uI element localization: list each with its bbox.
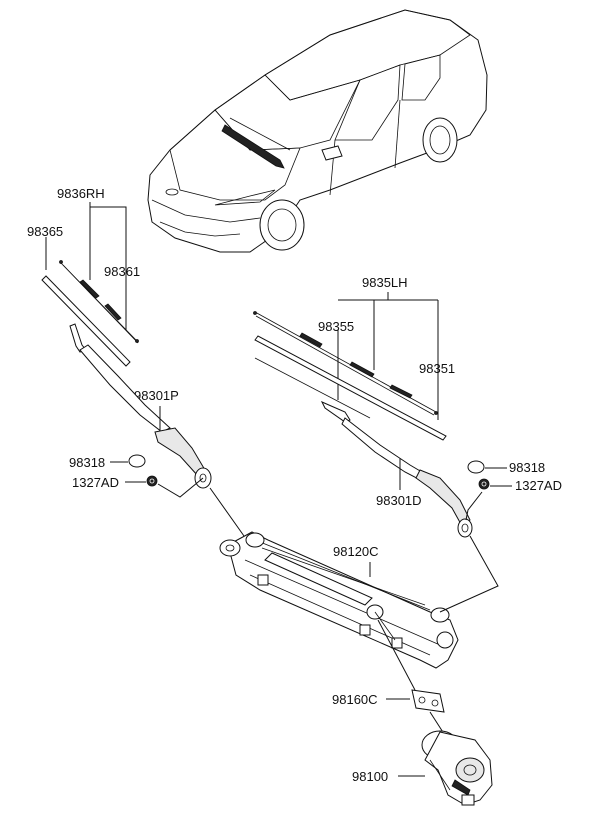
wiper-motor: 98100 [352,730,493,806]
label-98120C: 98120C [333,544,379,559]
crank-arm: 98160C [332,619,449,741]
label-98351: 98351 [419,361,455,376]
label-98318-right: 98318 [509,460,545,475]
label-98361: 98361 [104,264,140,279]
cap-nut-left: 98318 1327AD [69,454,204,498]
blade-refill-rh [41,275,131,367]
wiper-arm-rh: 98301P [69,323,212,489]
label-98365: 98365 [27,224,63,239]
car-illustration [147,9,488,253]
label-98355: 98355 [318,319,354,334]
nut-icon [146,475,158,487]
label-1327AD-right: 1327AD [515,478,562,493]
cap-nut-right: 98318 1327AD [465,460,562,521]
label-98301D: 98301D [376,493,422,508]
label-1327AD-left: 1327AD [72,475,119,490]
label-98318-left: 98318 [69,455,105,470]
label-98100: 98100 [352,769,388,784]
blade-lh-group: 9835LH 98355 98351 [253,275,455,441]
wiper-linkage: 98120C [209,487,499,669]
wiper-arm-lh: 98301D [320,400,473,538]
label-9835LH: 9835LH [362,275,408,290]
nut-icon [478,478,490,490]
blade-rh-group: 9836RH 98365 98361 [27,186,140,367]
label-98301P: 98301P [134,388,179,403]
label-9836RH: 9836RH [57,186,105,201]
pivot-cap-icon [128,454,146,468]
label-98160C: 98160C [332,692,378,707]
blade-refill-lh [254,335,447,441]
pivot-cap-icon [467,460,485,474]
